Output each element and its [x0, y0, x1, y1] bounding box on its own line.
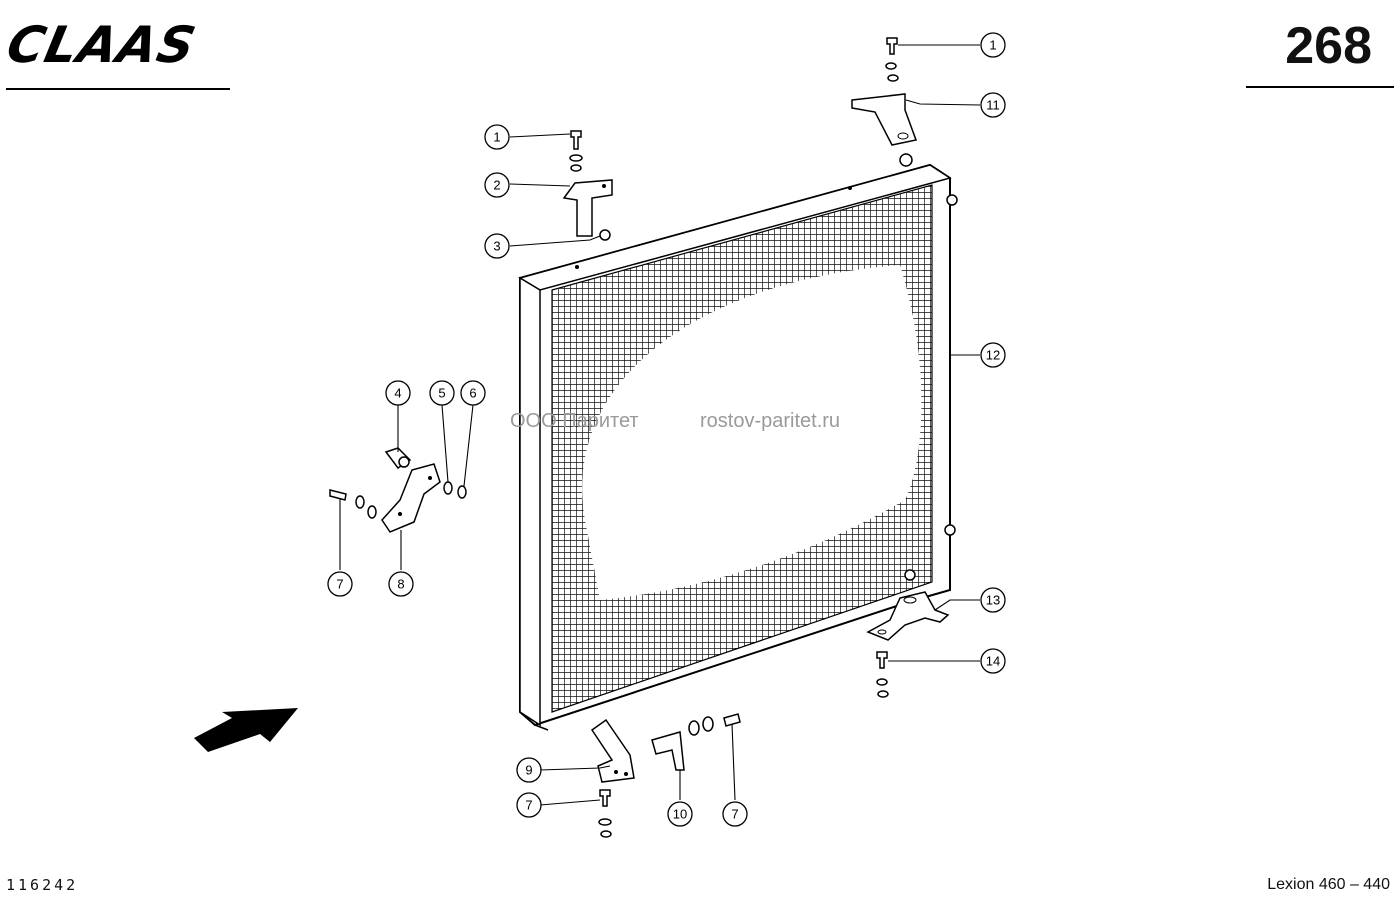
document-id: 116242 [6, 876, 79, 894]
callout-5: 5 [429, 380, 455, 406]
svg-text:9: 9 [525, 763, 532, 778]
page-number: 268 [1285, 17, 1372, 75]
lower-bracket-set [590, 713, 741, 838]
svg-text:2: 2 [493, 178, 500, 193]
callout-7-left: 7 [327, 571, 353, 597]
upper-right-bracket-set [851, 37, 918, 146]
svg-text:7: 7 [731, 807, 738, 822]
callout-1-left: 1 [484, 124, 510, 150]
svg-text:8: 8 [397, 577, 404, 592]
lower-right-bracket-set [866, 591, 950, 698]
svg-text:11: 11 [986, 98, 1000, 113]
left-sensor-bracket-set [329, 447, 467, 533]
header-rule-right [1246, 86, 1394, 88]
callout-3: 3 [484, 233, 510, 259]
svg-text:4: 4 [394, 386, 401, 401]
callout-12: 12 [980, 342, 1006, 368]
callout-9: 9 [516, 757, 542, 783]
svg-text:3: 3 [493, 239, 500, 254]
radiator-core [518, 153, 958, 731]
callout-11: 11 [980, 92, 1006, 118]
callout-10: 10 [667, 801, 693, 827]
callout-4: 4 [385, 380, 411, 406]
callout-1-right: 1 [980, 32, 1006, 58]
callout-6: 6 [460, 380, 486, 406]
callout-2: 2 [484, 172, 510, 198]
svg-text:7: 7 [525, 798, 532, 813]
watermark-company: ООО Паритет [510, 410, 639, 432]
svg-text:14: 14 [986, 654, 1000, 669]
callout-7-bottom-right: 7 [722, 801, 748, 827]
svg-text:1: 1 [493, 130, 500, 145]
airflow-arrow-icon [194, 708, 298, 752]
svg-text:1: 1 [989, 38, 996, 53]
header-rule-left [6, 88, 230, 90]
upper-left-bracket-set [562, 130, 613, 241]
svg-text:10: 10 [673, 807, 687, 822]
model-label: Lexion 460 – 440 [1267, 876, 1390, 893]
svg-text:5: 5 [438, 386, 445, 401]
svg-text:7: 7 [336, 577, 343, 592]
svg-text:12: 12 [986, 348, 1000, 363]
svg-text:6: 6 [469, 386, 476, 401]
callout-14: 14 [980, 648, 1006, 674]
callout-13: 13 [980, 587, 1006, 613]
svg-text:13: 13 [986, 593, 1000, 608]
watermark-website: rostov-paritet.ru [700, 410, 841, 432]
callout-7-bottom-left: 7 [516, 792, 542, 818]
callout-8: 8 [388, 571, 414, 597]
leader-lines [339, 44, 981, 806]
